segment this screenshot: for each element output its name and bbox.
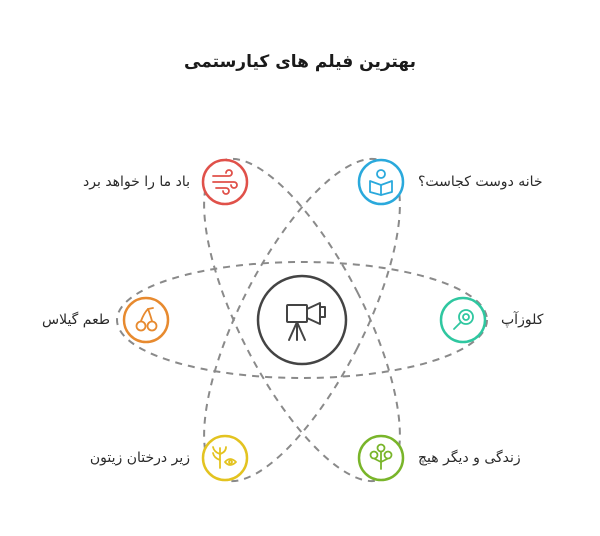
node-wind-label: باد ما را خواهد برد xyxy=(83,174,190,190)
wind-icon xyxy=(212,169,238,195)
node-olive[interactable] xyxy=(201,434,249,482)
node-wind[interactable] xyxy=(201,158,249,206)
node-life-label: زندگی و دیگر هیچ xyxy=(418,450,521,466)
sprout-icon xyxy=(369,443,393,470)
page-title: بهترین فیلم های کیارستمی xyxy=(184,52,416,72)
node-life[interactable] xyxy=(357,434,405,482)
magnifier-icon xyxy=(453,309,474,330)
node-closeup[interactable] xyxy=(439,296,487,344)
node-friend[interactable] xyxy=(357,158,405,206)
film-camera-icon xyxy=(286,302,326,341)
cherries-icon xyxy=(135,307,158,332)
node-friend-label: خانه دوست کجاست؟ xyxy=(418,174,543,190)
node-olive-label: زیر درختان زیتون xyxy=(89,450,190,466)
leaf-eye-icon xyxy=(212,446,237,469)
center-node xyxy=(256,274,348,366)
node-cherry[interactable] xyxy=(122,296,170,344)
node-cherry-label: طعم گیلاس xyxy=(42,312,110,328)
orbit-horizontal xyxy=(116,261,488,379)
reading-child-icon xyxy=(369,169,393,196)
node-closeup-label: کلوزآپ xyxy=(501,312,544,328)
